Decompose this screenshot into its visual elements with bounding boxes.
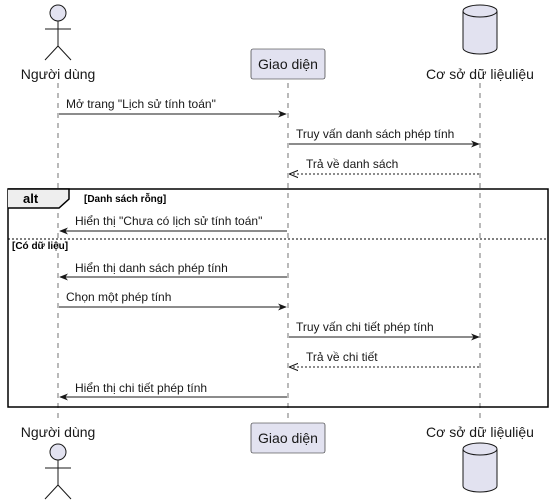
message-label: Truy vấn danh sách phép tính — [296, 127, 454, 141]
message-label: Hiển thị danh sách phép tính — [75, 261, 228, 275]
database-icon-top — [462, 4, 498, 55]
actor-icon-top — [44, 4, 72, 61]
participant-label-bottom: Giao diện — [258, 430, 318, 446]
actor-label-top: Người dùng — [21, 66, 96, 82]
alt-fragment — [7, 188, 549, 408]
message-label: Truy vấn chi tiết phép tính — [296, 320, 434, 334]
actor-icon-bottom — [44, 443, 72, 500]
alt-operator-tab — [8, 188, 70, 209]
message-label: Mở trang "Lịch sử tính toán" — [66, 97, 216, 111]
participant-label-top: Giao diện — [258, 56, 318, 72]
actor-label-bottom: Người dùng — [21, 424, 96, 440]
message-label: Trả về danh sách — [306, 157, 398, 171]
message-label: Hiển thị "Chưa có lịch sử tính toán" — [75, 214, 262, 228]
participant-box-bottom — [250, 422, 326, 454]
participant-box-top — [250, 48, 326, 80]
database-icon-bottom — [462, 442, 498, 493]
database-label-bottom: Cơ sở dữ liệuliệu — [426, 424, 534, 440]
message-label: Hiển thị chi tiết phép tính — [75, 381, 207, 395]
message-label: Trả về chi tiết — [306, 350, 378, 364]
alt-guard-2: [Có dữ liệu] — [12, 241, 68, 252]
database-label-top: Cơ sở dữ liệuliệu — [426, 66, 534, 82]
alt-operator-label: alt — [23, 191, 39, 206]
alt-guard-1: [Danh sách rỗng] — [84, 192, 166, 205]
message-label: Chọn một phép tính — [66, 290, 171, 304]
